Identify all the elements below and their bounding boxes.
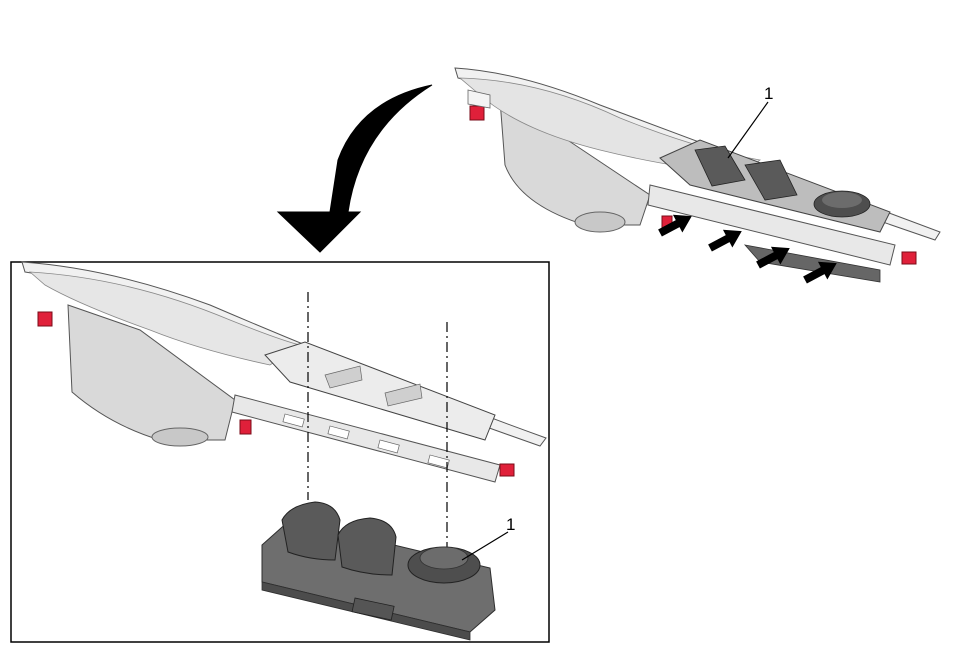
panel-lower-frame: [647, 184, 896, 266]
installed-switch-key-2: [744, 159, 798, 201]
opening-rib-1: [324, 365, 363, 389]
clip-right: [499, 463, 515, 477]
switch-key-1: [281, 501, 341, 561]
clip-left-top: [469, 105, 485, 121]
slot-3: [377, 439, 400, 454]
curved-arrow-icon: [276, 84, 433, 253]
window-switch-assembly: [261, 501, 496, 641]
detail-frame: [10, 261, 550, 643]
clip-mid: [239, 419, 252, 435]
panel-tab-detail: [467, 89, 491, 109]
switch-opening: [264, 341, 496, 441]
slot-2: [327, 425, 350, 440]
callout-leader-top: [727, 101, 769, 159]
installed-switch-key-1: [694, 145, 746, 187]
panel-housing: [499, 99, 651, 226]
push-arrow-icon: [708, 229, 742, 252]
switch-knob-top: [419, 546, 469, 570]
switch-key-2: [337, 517, 397, 576]
detail-housing: [67, 304, 236, 441]
release-tab-arrows: [658, 214, 837, 284]
push-arrow-icon: [803, 261, 837, 284]
armrest-panel-removed: [21, 261, 547, 483]
slot-1: [282, 413, 305, 428]
panel-boss: [574, 211, 626, 233]
push-arrow-icon: [756, 246, 790, 269]
clip-right-top: [901, 251, 917, 265]
callout-number-detail: 1: [506, 515, 515, 534]
push-arrow-icon: [658, 214, 692, 237]
clip-left: [37, 311, 53, 327]
detail-boss: [151, 427, 209, 447]
armrest-panel-installed: [454, 67, 941, 283]
installed-switch-knob-top: [822, 192, 862, 208]
switch-connector: [351, 597, 395, 621]
callout-leader-detail: [461, 531, 509, 561]
callout-number-top: 1: [764, 84, 773, 103]
opening-rib-2: [384, 383, 423, 407]
slot-4: [427, 454, 450, 469]
